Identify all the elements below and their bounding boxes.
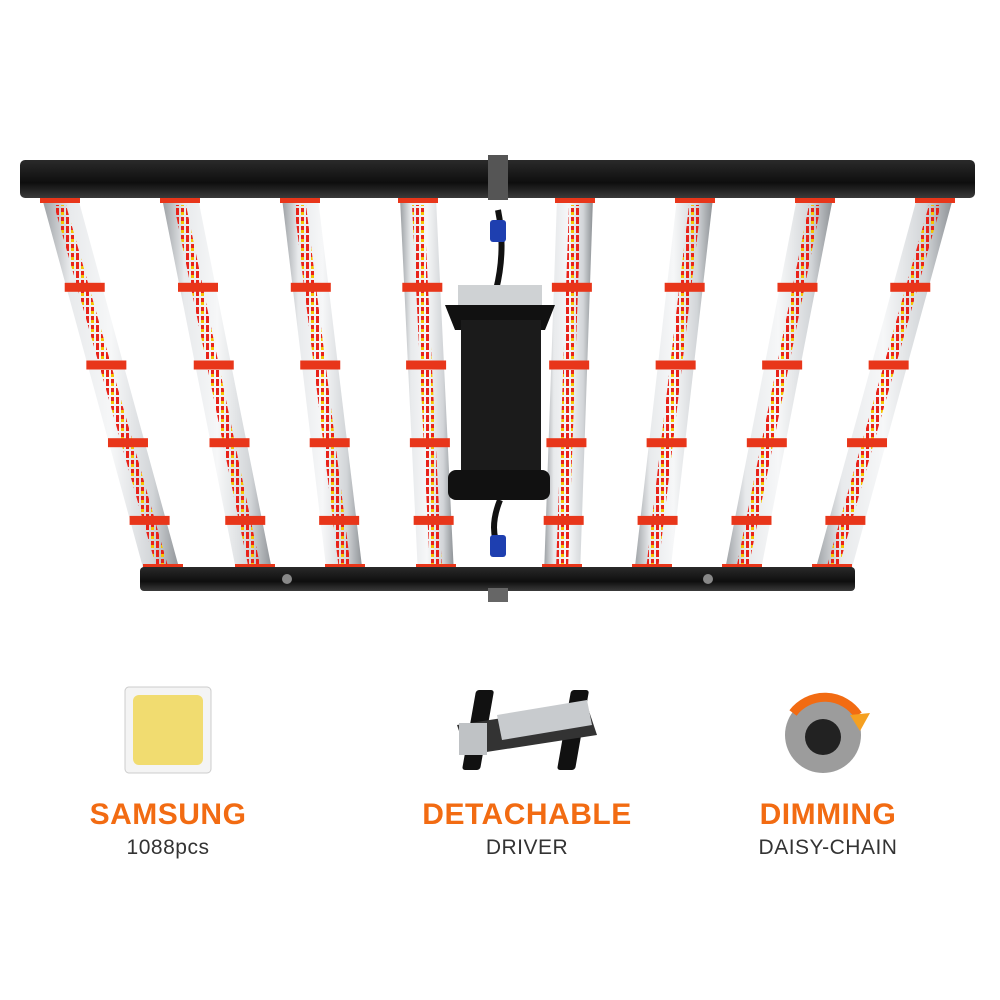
feature-samsung: SAMSUNG 1088pcs [18, 680, 318, 860]
bar-clip [549, 360, 590, 370]
bar-clip [847, 438, 888, 448]
bar-clip [280, 194, 320, 203]
bar-clip [655, 360, 696, 370]
bar-clip [777, 282, 818, 292]
bar-clip [664, 282, 705, 292]
bar-clip [546, 438, 587, 448]
bar-clip [86, 360, 127, 370]
feature-subtitle: DAISY-CHAIN [758, 836, 898, 859]
led-bar [398, 194, 456, 575]
feature-subtitle: DRIVER [485, 836, 569, 859]
bar-clip [129, 515, 170, 525]
feature-title: SAMSUNG [89, 798, 247, 831]
feature-dimming: DIMMING DAISY-CHAIN [678, 680, 978, 860]
bar-clip [398, 194, 438, 203]
bar-clip [762, 360, 803, 370]
led-bar [40, 194, 183, 575]
bar-clip [225, 515, 266, 525]
bottom-rail [140, 567, 855, 591]
bar-clip [543, 515, 584, 525]
bar-clip [915, 194, 955, 203]
bar-clip [178, 282, 218, 292]
led-bar [280, 194, 365, 575]
bar-clip [646, 438, 687, 448]
bar-clip [825, 515, 866, 525]
bar-clip [731, 515, 772, 525]
bar-clip [890, 282, 931, 292]
led-bar [632, 194, 715, 575]
bar-clip [555, 194, 595, 203]
bar-clip [160, 194, 200, 203]
bar-clip [300, 360, 341, 370]
bar-clip [64, 282, 105, 292]
led-bar [812, 194, 955, 575]
led-bar [542, 194, 595, 575]
driver [445, 209, 555, 557]
feature-title: DIMMING [759, 798, 897, 831]
bar-clip [409, 438, 450, 448]
led-bar [160, 194, 275, 575]
led-bar [722, 194, 835, 575]
bar-clip [209, 438, 250, 448]
bar-clip [406, 360, 447, 370]
feature-title: DETACHABLE [422, 798, 632, 831]
bar-clip [193, 360, 234, 370]
bar-clip [40, 194, 80, 203]
bar-clip [868, 360, 909, 370]
bar-clip [402, 282, 443, 292]
bar-clip [290, 282, 331, 292]
bar-clip [637, 515, 678, 525]
bar-clip [319, 515, 360, 525]
bar-clip [746, 438, 787, 448]
bar-clip [413, 515, 454, 525]
feature-driver: DETACHABLE DRIVER [377, 680, 677, 860]
bar-clip [107, 438, 148, 448]
bar-clip [309, 438, 350, 448]
led-chip-icon [18, 680, 318, 780]
bar-clip [795, 194, 835, 203]
dimmer-knob-icon [678, 680, 978, 780]
driver-icon [377, 680, 677, 780]
bar-clip [551, 282, 592, 292]
feature-subtitle: 1088pcs [126, 836, 210, 859]
bar-clip [675, 194, 715, 203]
grow-light-fixture [20, 155, 975, 602]
